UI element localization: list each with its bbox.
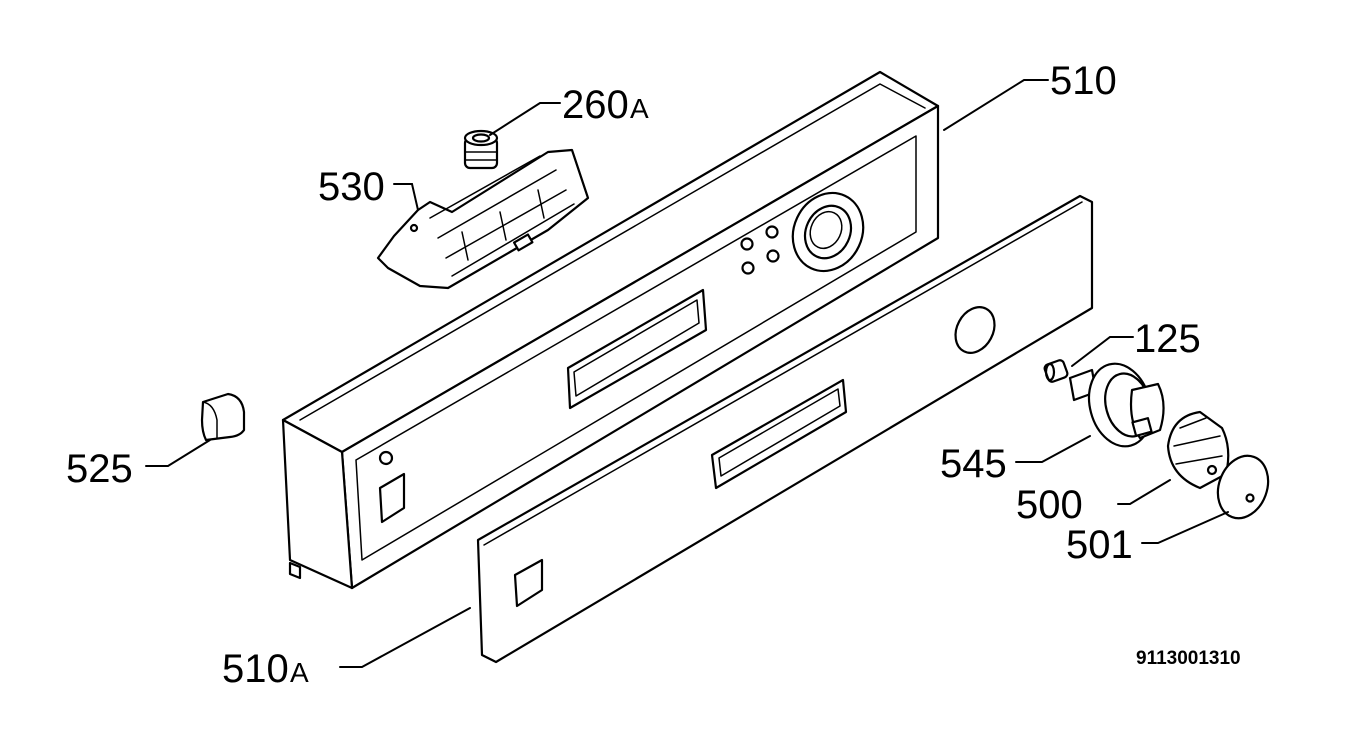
- label-125: 125: [1134, 317, 1201, 361]
- label-530: 530: [318, 165, 385, 209]
- label-260a: 260 A: [562, 83, 649, 127]
- push-button-cap: [200, 392, 246, 442]
- label-525: 525: [66, 447, 133, 491]
- label-500: 500: [1016, 483, 1083, 527]
- label-545: 545: [940, 442, 1007, 486]
- label-501: 501: [1066, 523, 1133, 567]
- dispenser-lid: [376, 148, 590, 290]
- drawing-code: 9113001310: [1136, 648, 1241, 669]
- grommet-part: [463, 129, 499, 170]
- knob-cap: [1216, 454, 1270, 520]
- selector-switch: [1068, 362, 1165, 448]
- svg-text:A: A: [630, 93, 649, 124]
- svg-text:A: A: [290, 657, 309, 688]
- control-knob: [1166, 410, 1230, 490]
- svg-text:510: 510: [222, 647, 289, 691]
- leader-lines: [145, 79, 1229, 668]
- front-decor-panel: [476, 194, 1094, 664]
- spindle-part: [1043, 359, 1069, 383]
- svg-text:260: 260: [562, 83, 629, 127]
- control-panel-frame: [281, 70, 940, 590]
- label-510a: 510 A: [222, 647, 309, 691]
- label-510: 510: [1050, 59, 1117, 103]
